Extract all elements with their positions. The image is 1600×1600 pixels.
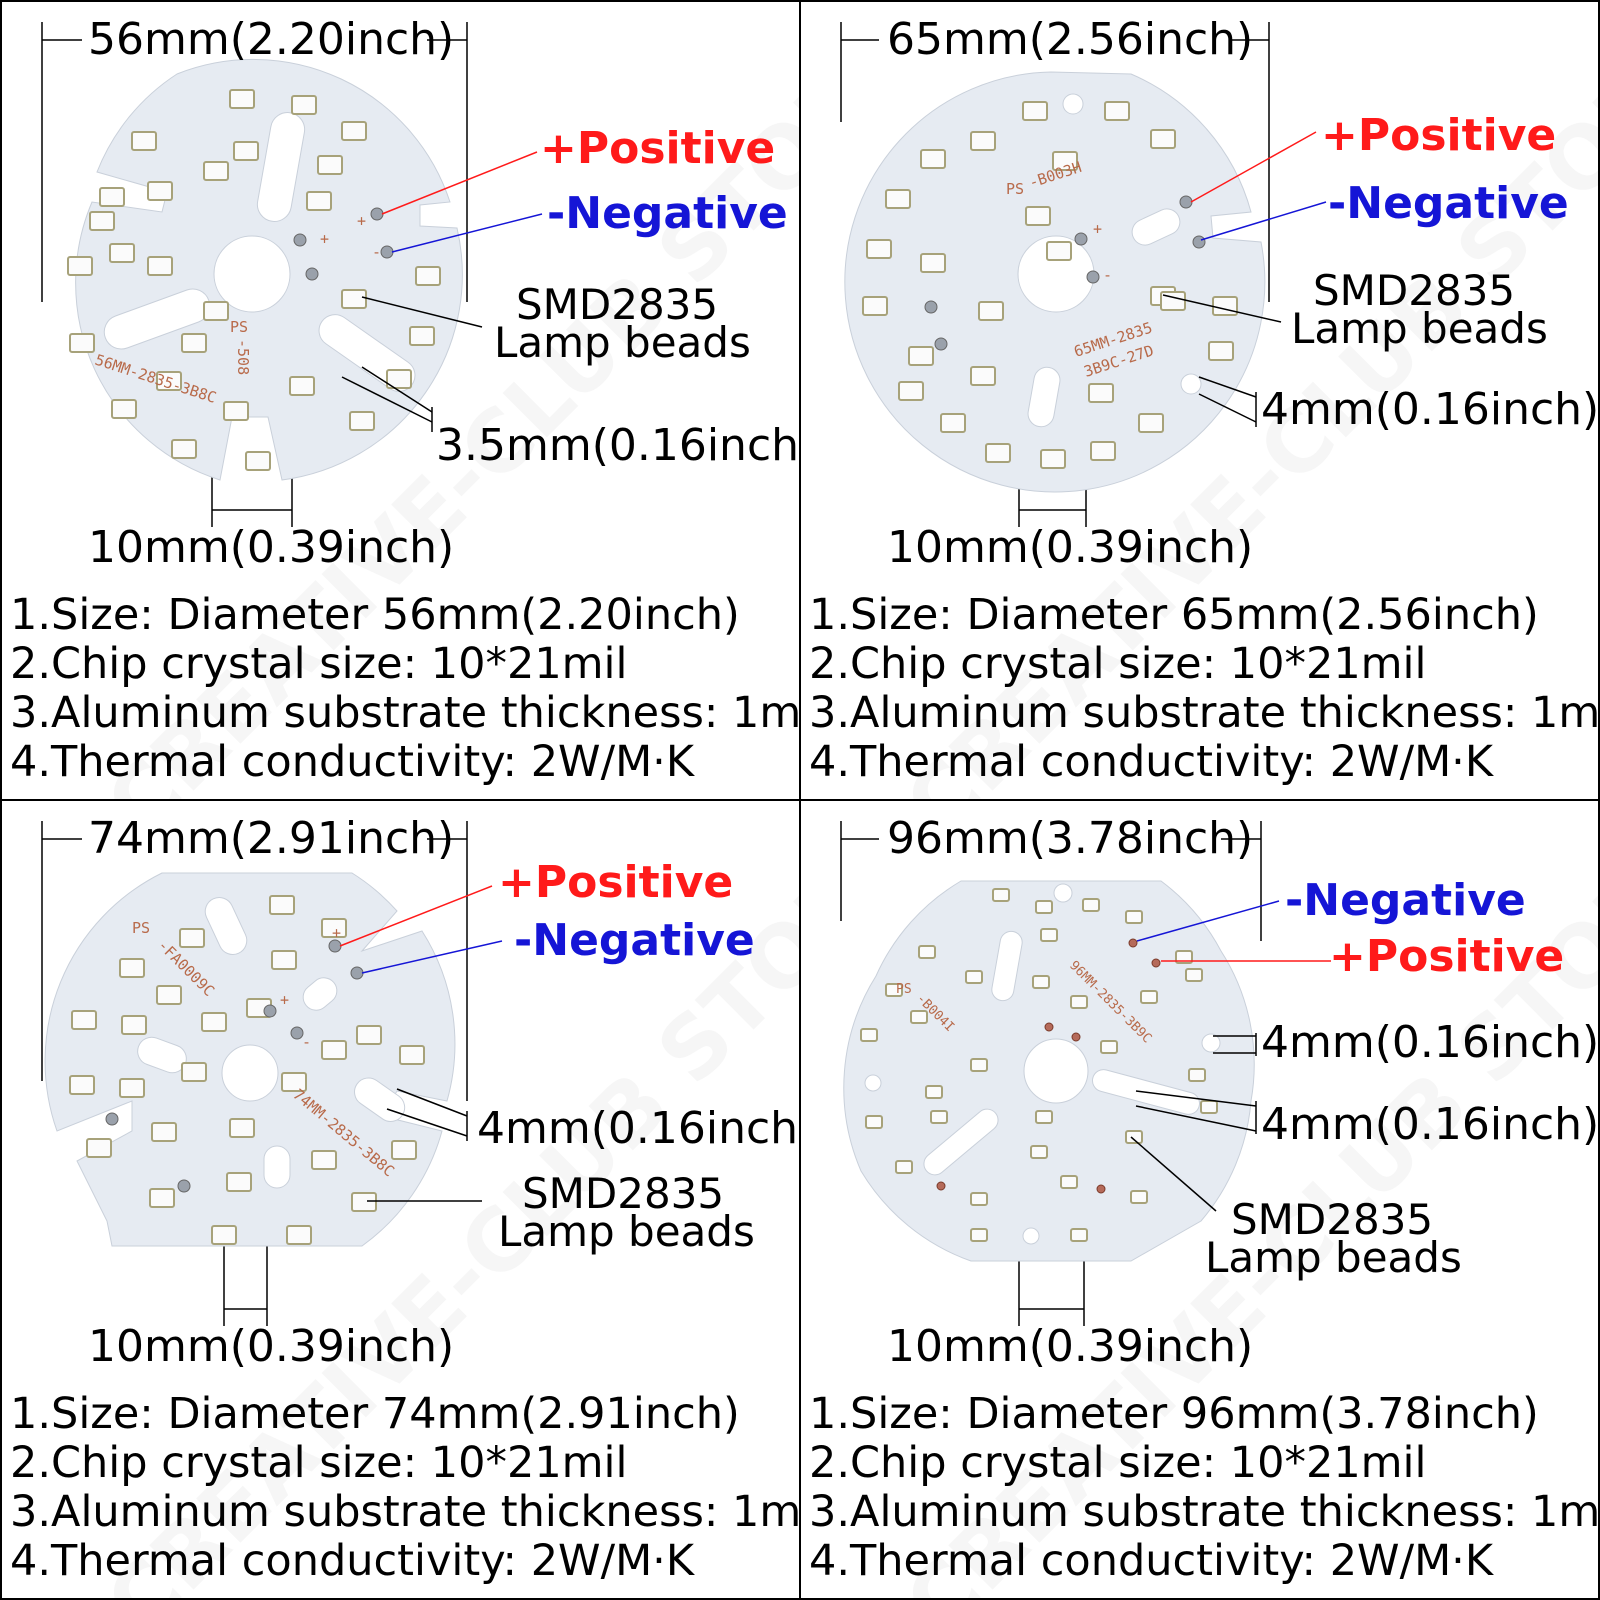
spec-size: 1.Size: Diameter 96mm(3.78inch): [809, 1389, 1539, 1439]
leader-lines: [1162, 131, 1327, 427]
panel-65mm: CREATIVE-CLUB STORE: [799, 0, 1600, 801]
diameter-dimension-label: 65mm(2.56inch): [887, 14, 1254, 65]
silkscreen-minus: -: [302, 1033, 311, 1051]
silkscreen-plus: +: [320, 230, 329, 248]
center-hole-label: 10mm(0.39inch): [887, 1321, 1254, 1372]
diameter-dimension-label: 56mm(2.20inch): [88, 14, 455, 65]
center-hole-label: 10mm(0.39inch): [88, 522, 455, 573]
panel-96mm: CREATIVE-CLUB STORE: [799, 799, 1600, 1600]
silkscreen-ps: PS: [132, 919, 150, 937]
silkscreen-minus: -: [1103, 266, 1112, 284]
mount-hole: [1053, 883, 1073, 903]
spec-thickness: 3.Aluminum substrate thickness: 1mm: [809, 688, 1600, 738]
led-board-74mm: PS -FA0009C 74MM-2835-3B8C + + -: [41, 821, 503, 1326]
negative-terminal-label: -Negative: [1328, 178, 1569, 229]
led-board-56mm: PS -508 56MM-2835-3B8C + + -: [41, 22, 543, 527]
led-board-96mm: PS -B004I 96MM-2835-3B9C: [840, 821, 1331, 1326]
slot: [1027, 366, 1061, 428]
mount-hole: [864, 1074, 882, 1092]
silkscreen-ps: PS: [896, 982, 912, 997]
mounting-hole-label: 4mm(0.16inch): [477, 1103, 801, 1154]
spec-conductivity: 4.Thermal conductivity: 2W/M·K: [10, 1536, 695, 1586]
positive-terminal-label: +Positive: [1329, 931, 1565, 982]
spec-chip: 2.Chip crystal size: 10*21mil: [809, 639, 1427, 689]
lamp-beads-label: Lamp beads: [1291, 304, 1548, 353]
diameter-dimension-label: 74mm(2.91inch): [88, 813, 455, 864]
leader-lines: [341, 151, 543, 432]
mount-hole: [1180, 373, 1202, 395]
silkscreen-code: -508: [234, 339, 252, 375]
silkscreen-plus: +: [332, 924, 341, 942]
solder-pads: [924, 195, 1206, 351]
smd-chip-label: SMD2835: [522, 1169, 725, 1218]
silkscreen-ps: PS: [1006, 180, 1024, 198]
spec-thickness: 3.Aluminum substrate thickness: 1mm: [10, 688, 801, 738]
center-hole: [213, 235, 291, 313]
spec-size: 1.Size: Diameter 65mm(2.56inch): [809, 590, 1539, 640]
spec-conductivity: 4.Thermal conductivity: 2W/M·K: [809, 737, 1494, 787]
mounting-hole-label: 3.5mm(0.16inch): [436, 420, 801, 471]
silkscreen-ps: PS: [230, 318, 248, 336]
slot: [302, 977, 338, 1011]
panel-74mm: CREATIVE-CLUB STORE: [0, 799, 801, 1600]
center-hole-label: 10mm(0.39inch): [88, 1321, 455, 1372]
panel-56mm: CREATIVE-CLUB STORE: [0, 0, 801, 801]
center-hole: [1023, 1038, 1089, 1104]
leader-lines: [339, 885, 503, 1202]
lamp-beads-label: Lamp beads: [494, 318, 751, 367]
spec-conductivity: 4.Thermal conductivity: 2W/M·K: [809, 1536, 1494, 1586]
silkscreen-minus: -: [372, 243, 381, 261]
positive-terminal-label: +Positive: [498, 857, 734, 908]
slot: [204, 896, 248, 956]
slot: [103, 288, 211, 350]
mounting-hole-label: 4mm(0.16inch): [1261, 1017, 1600, 1068]
spec-chip: 2.Chip crystal size: 10*21mil: [809, 1438, 1427, 1488]
spec-size: 1.Size: Diameter 74mm(2.91inch): [10, 1389, 740, 1439]
solder-pads: [105, 939, 364, 1193]
center-hole: [221, 1044, 279, 1102]
smd-led-group: [860, 888, 1218, 1242]
spec-conductivity: 4.Thermal conductivity: 2W/M·K: [10, 737, 695, 787]
slot: [991, 930, 1023, 1002]
positive-terminal-label: +Positive: [1321, 110, 1557, 161]
slot-width-label: 4mm(0.16inch): [1261, 1099, 1600, 1150]
negative-terminal-label: -Negative: [547, 188, 788, 239]
lamp-beads-label: Lamp beads: [1205, 1233, 1462, 1282]
spec-chip: 2.Chip crystal size: 10*21mil: [10, 1438, 628, 1488]
spec-size: 1.Size: Diameter 56mm(2.20inch): [10, 590, 740, 640]
smd-led-group: [67, 89, 441, 471]
spec-thickness: 3.Aluminum substrate thickness: 1mm: [809, 1487, 1600, 1537]
smd-led-group: [69, 895, 425, 1245]
spec-chip: 2.Chip crystal size: 10*21mil: [10, 639, 628, 689]
smd-chip-label: SMD2835: [516, 280, 719, 329]
lamp-beads-label: Lamp beads: [498, 1207, 755, 1256]
silkscreen-plus: +: [1093, 220, 1102, 238]
smd-chip-label: SMD2835: [1313, 266, 1516, 315]
spec-thickness: 3.Aluminum substrate thickness: 1mm: [10, 1487, 801, 1537]
slot: [256, 112, 306, 222]
slot: [1131, 208, 1181, 246]
negative-terminal-label: -Negative: [1285, 875, 1526, 926]
led-board-65mm: PS -B003H 65MM-2835 3B9C-27D + -: [840, 22, 1327, 527]
slot: [923, 1108, 999, 1176]
solder-pads: [936, 938, 1161, 1194]
smd-chip-label: SMD2835: [1231, 1195, 1434, 1244]
slot: [263, 1145, 291, 1189]
silkscreen-plus: +: [280, 991, 289, 1009]
positive-terminal-label: +Positive: [540, 123, 776, 174]
mount-hole: [1201, 1033, 1221, 1053]
negative-terminal-label: -Negative: [514, 915, 755, 966]
center-hole-label: 10mm(0.39inch): [887, 522, 1254, 573]
mounting-hole-label: 4mm(0.16inch): [1261, 384, 1600, 435]
leader-lines: [1130, 900, 1331, 1212]
mount-hole: [1062, 93, 1084, 115]
silkscreen-plus: +: [357, 212, 366, 230]
diameter-dimension-label: 96mm(3.78inch): [887, 813, 1254, 864]
mount-hole: [1022, 1227, 1040, 1245]
